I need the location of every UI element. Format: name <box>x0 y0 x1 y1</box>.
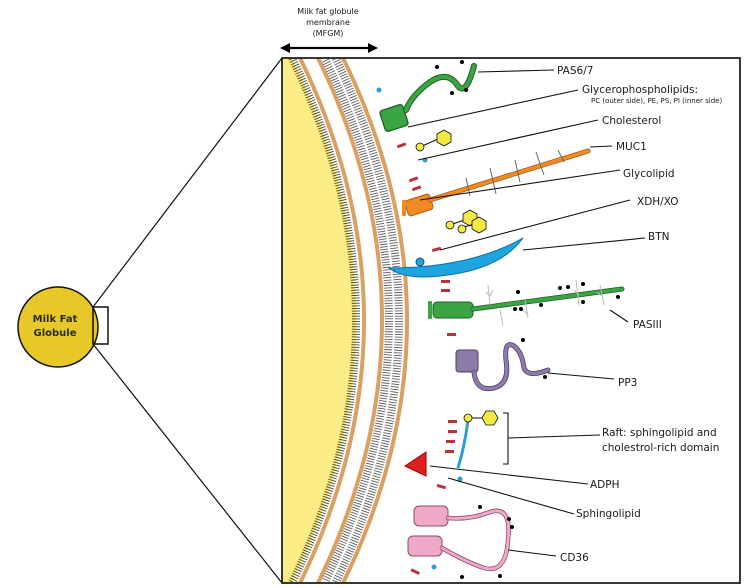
label-btn: BTN <box>648 231 669 243</box>
label-cd36: CD36 <box>560 552 589 564</box>
pas67-protein <box>379 60 477 132</box>
globule-label-line2: Globule <box>34 328 77 339</box>
sugar-hexagon-2 <box>445 209 487 234</box>
milk-fat-globule <box>17 286 99 368</box>
label-adph: ADPH <box>590 479 620 491</box>
sugar-hexagon-1 <box>415 129 452 152</box>
zoom-line-bottom <box>92 343 283 584</box>
btn-protein <box>387 237 524 278</box>
muc1-protein <box>402 148 591 217</box>
mfgm-title-line1: Milk fat globule <box>297 7 358 16</box>
pasiii-protein <box>428 279 625 326</box>
raft-bracket <box>503 412 509 465</box>
label-glycerophospholipids: Glycerophospholipids: <box>582 84 698 96</box>
double-arrow-icon <box>280 43 378 53</box>
mfgm-title-line3: (MFGM) <box>313 29 344 38</box>
zoom-region-box <box>92 306 109 345</box>
label-muc1: MUC1 <box>616 141 647 153</box>
label-glycolipid: Glycolipid <box>623 168 675 180</box>
leader-lines <box>407 69 646 557</box>
label-glycerophospholipids-sub: PC (outer side), PE, PS, PI (inner side) <box>591 97 722 105</box>
adph-protein <box>403 451 427 477</box>
label-pp3: PP3 <box>618 377 637 389</box>
bilayer-midline <box>329 58 395 583</box>
mfgm-title-line2: membrane <box>306 18 350 27</box>
label-cholesterol: Cholesterol <box>602 115 661 127</box>
raft-domain <box>456 419 470 469</box>
membrane-closeup <box>282 58 740 583</box>
inner-monolayer-tails <box>288 58 360 583</box>
label-xdh-xo: XDH/XO <box>637 196 679 208</box>
pp3-protein <box>455 338 551 392</box>
closeup-frame <box>281 57 741 584</box>
sugar-hexagon-3 <box>463 410 499 426</box>
bilayer-outer-heads <box>341 58 409 583</box>
cholesterol-molecules <box>396 142 457 575</box>
zoom-line-top <box>92 57 283 308</box>
bilayer-inner-heads <box>316 58 384 583</box>
label-raft-line1: Raft: sphingolipid and <box>602 427 717 439</box>
globule-label-line1: Milk Fat <box>33 314 78 325</box>
label-pas67: PAS6/7 <box>557 65 593 77</box>
label-pasiii: PASIII <box>633 319 662 331</box>
label-raft-line2: cholestrol-rich domain <box>602 442 719 454</box>
label-sphingolipid: Sphingolipid <box>576 508 641 520</box>
inner-monolayer-heads <box>298 58 366 583</box>
cd36-protein <box>407 505 514 579</box>
